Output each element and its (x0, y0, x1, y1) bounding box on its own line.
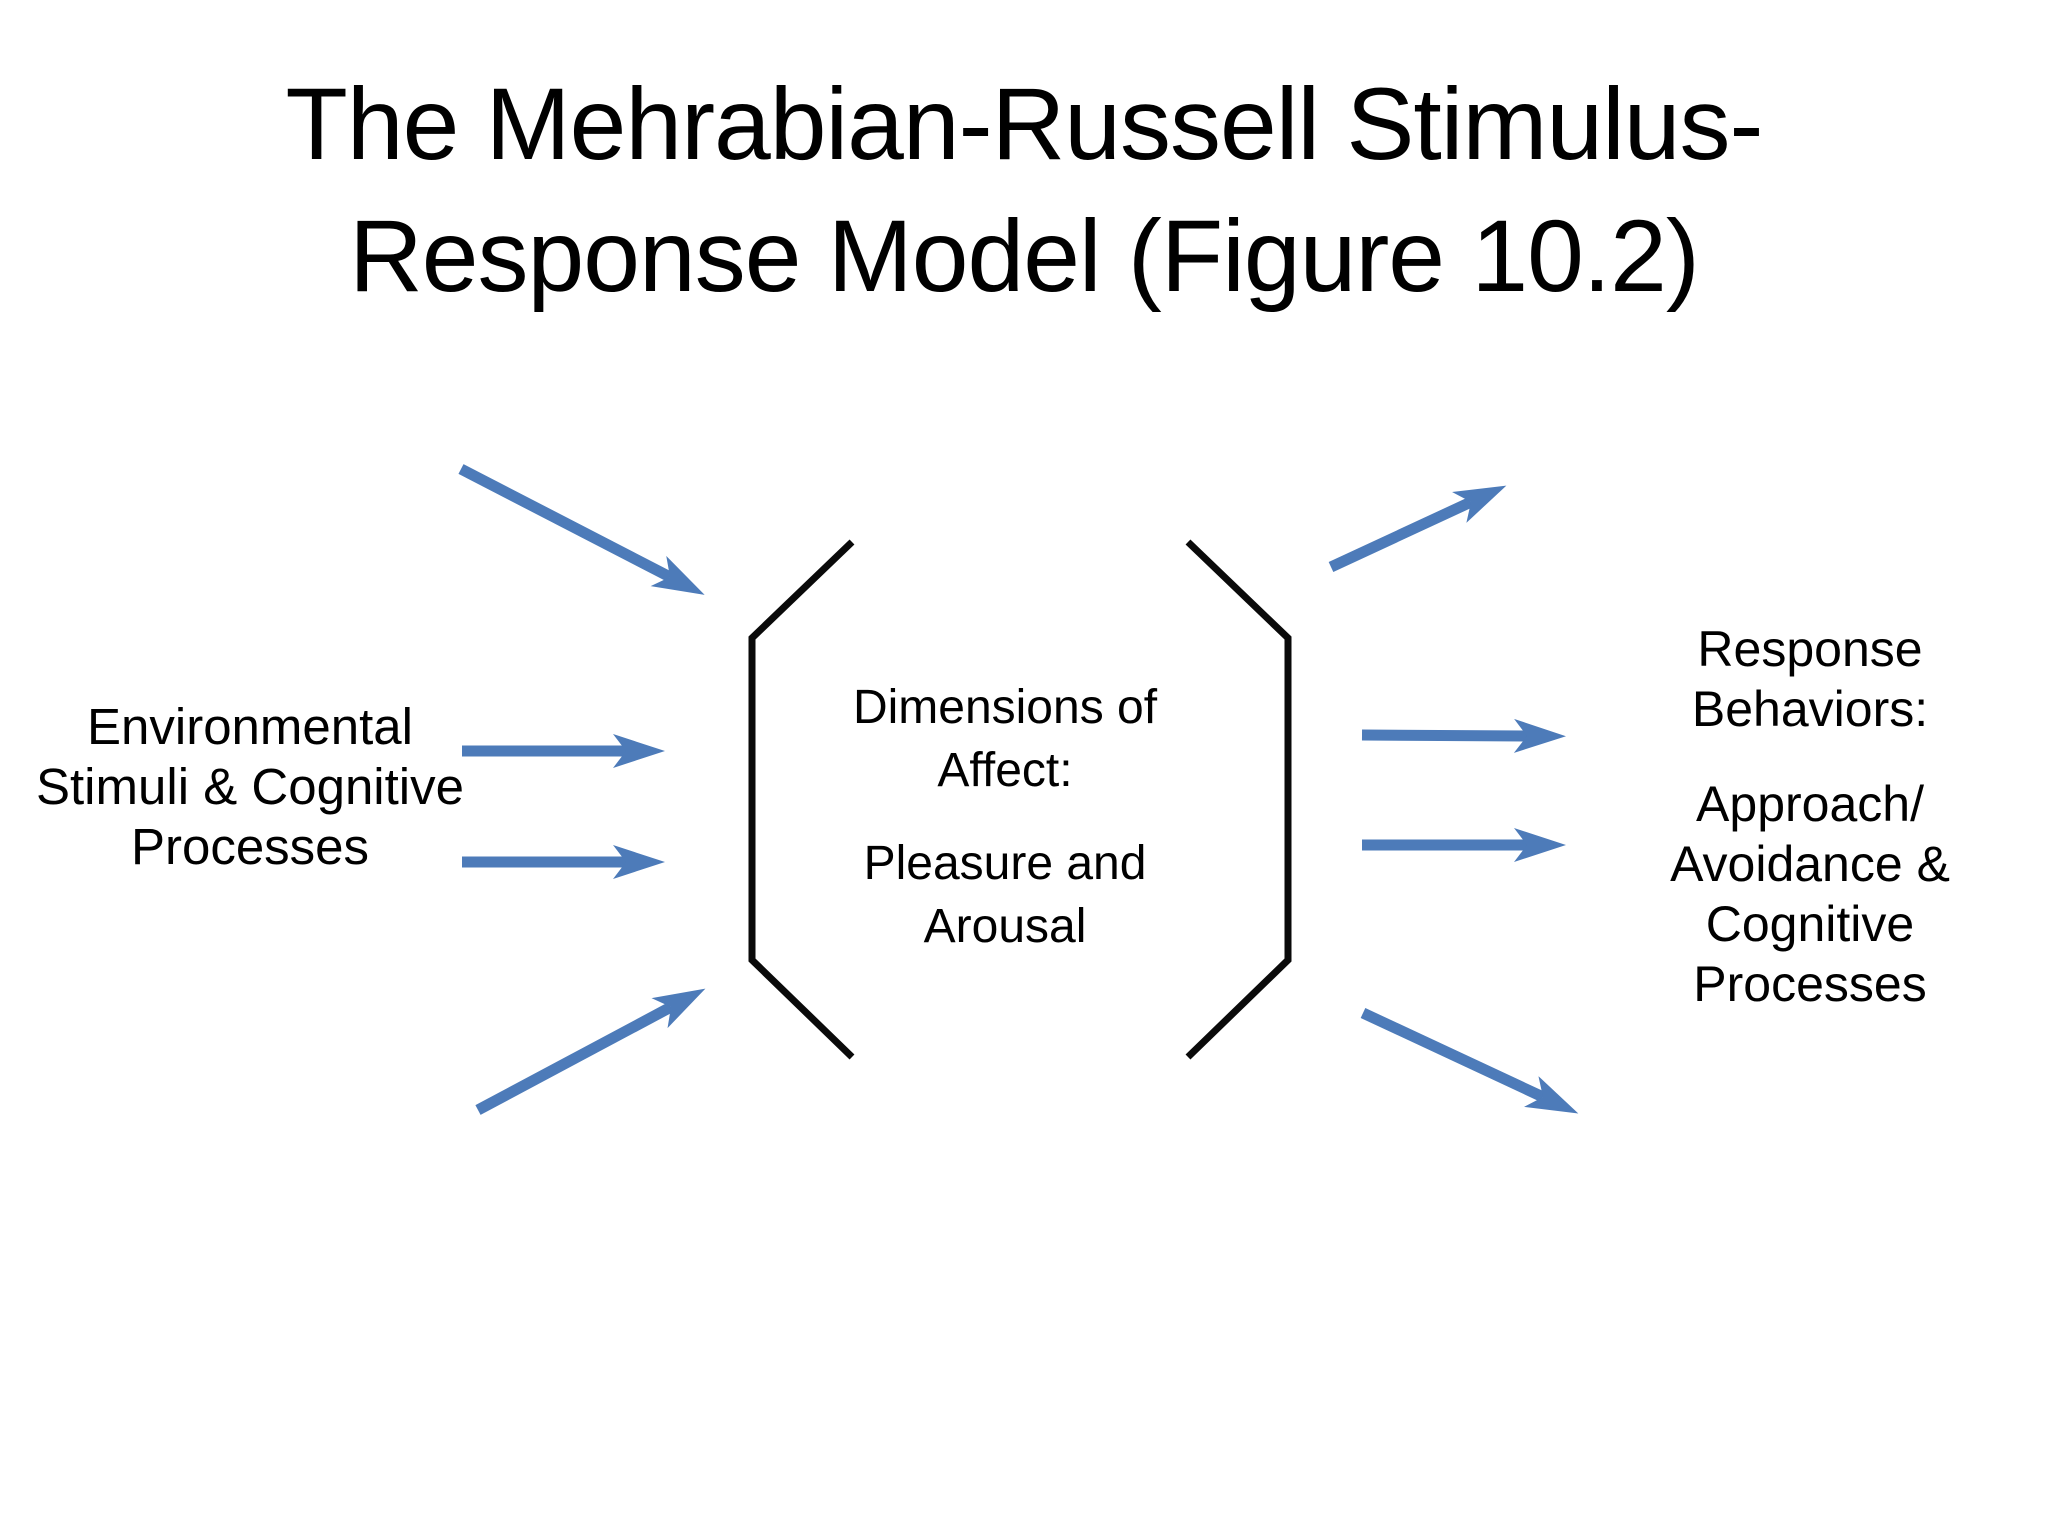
dimensions-of-affect-heading: Dimensions of Affect: (795, 676, 1215, 802)
output-arrow-top-diagonal-icon (1328, 485, 1507, 572)
dimensions-of-affect-label: Dimensions of Affect: Pleasure and Arous… (795, 676, 1215, 958)
slide-title-line-1: The Mehrabian-Russell Stimulus- (285, 67, 1764, 181)
output-arrow-bottom-diagonal-icon (1360, 1008, 1579, 1114)
approach-line-1: Approach/ (1696, 776, 1924, 832)
slide-title: The Mehrabian-Russell Stimulus- Response… (0, 58, 2048, 322)
response-line-1: Response (1697, 621, 1923, 677)
approach-avoidance-text: Approach/ Avoidance & Cognitive Processe… (1650, 774, 1970, 1014)
environmental-stimuli-line-1: Environmental (87, 698, 413, 755)
pleasure-arousal-text: Pleasure and Arousal (795, 832, 1215, 958)
input-arrow-bottom-diagonal-icon (475, 988, 706, 1115)
dimensions-line-1: Dimensions of (852, 681, 1158, 734)
right-bracket-shape (1185, 539, 1292, 1060)
response-behaviors-heading: Response Behaviors: (1650, 619, 1970, 739)
left-bracket-shape (748, 539, 855, 1060)
approach-line-3: Cognitive (1705, 896, 1915, 952)
dimensions-line-2: Affect: (937, 744, 1073, 797)
output-arrow-middle-upper-icon (1361, 718, 1566, 753)
pleasure-arousal-line-2: Arousal (923, 900, 1087, 953)
pleasure-arousal-line-1: Pleasure and (863, 837, 1147, 890)
response-behaviors-label: Response Behaviors: Approach/ Avoidance … (1650, 619, 1970, 1014)
environmental-stimuli-line-2: Stimuli & Cognitive (36, 758, 464, 815)
approach-line-2: Avoidance & (1670, 836, 1950, 892)
response-line-2: Behaviors: (1691, 681, 1929, 737)
slide-title-line-2: Response Model (Figure 10.2) (349, 199, 1700, 313)
environmental-stimuli-line-3: Processes (130, 818, 370, 875)
input-arrow-top-diagonal-icon (458, 464, 705, 595)
environmental-stimuli-label: Environmental Stimuli & Cognitive Proces… (15, 697, 485, 877)
approach-line-4: Processes (1693, 956, 1927, 1012)
